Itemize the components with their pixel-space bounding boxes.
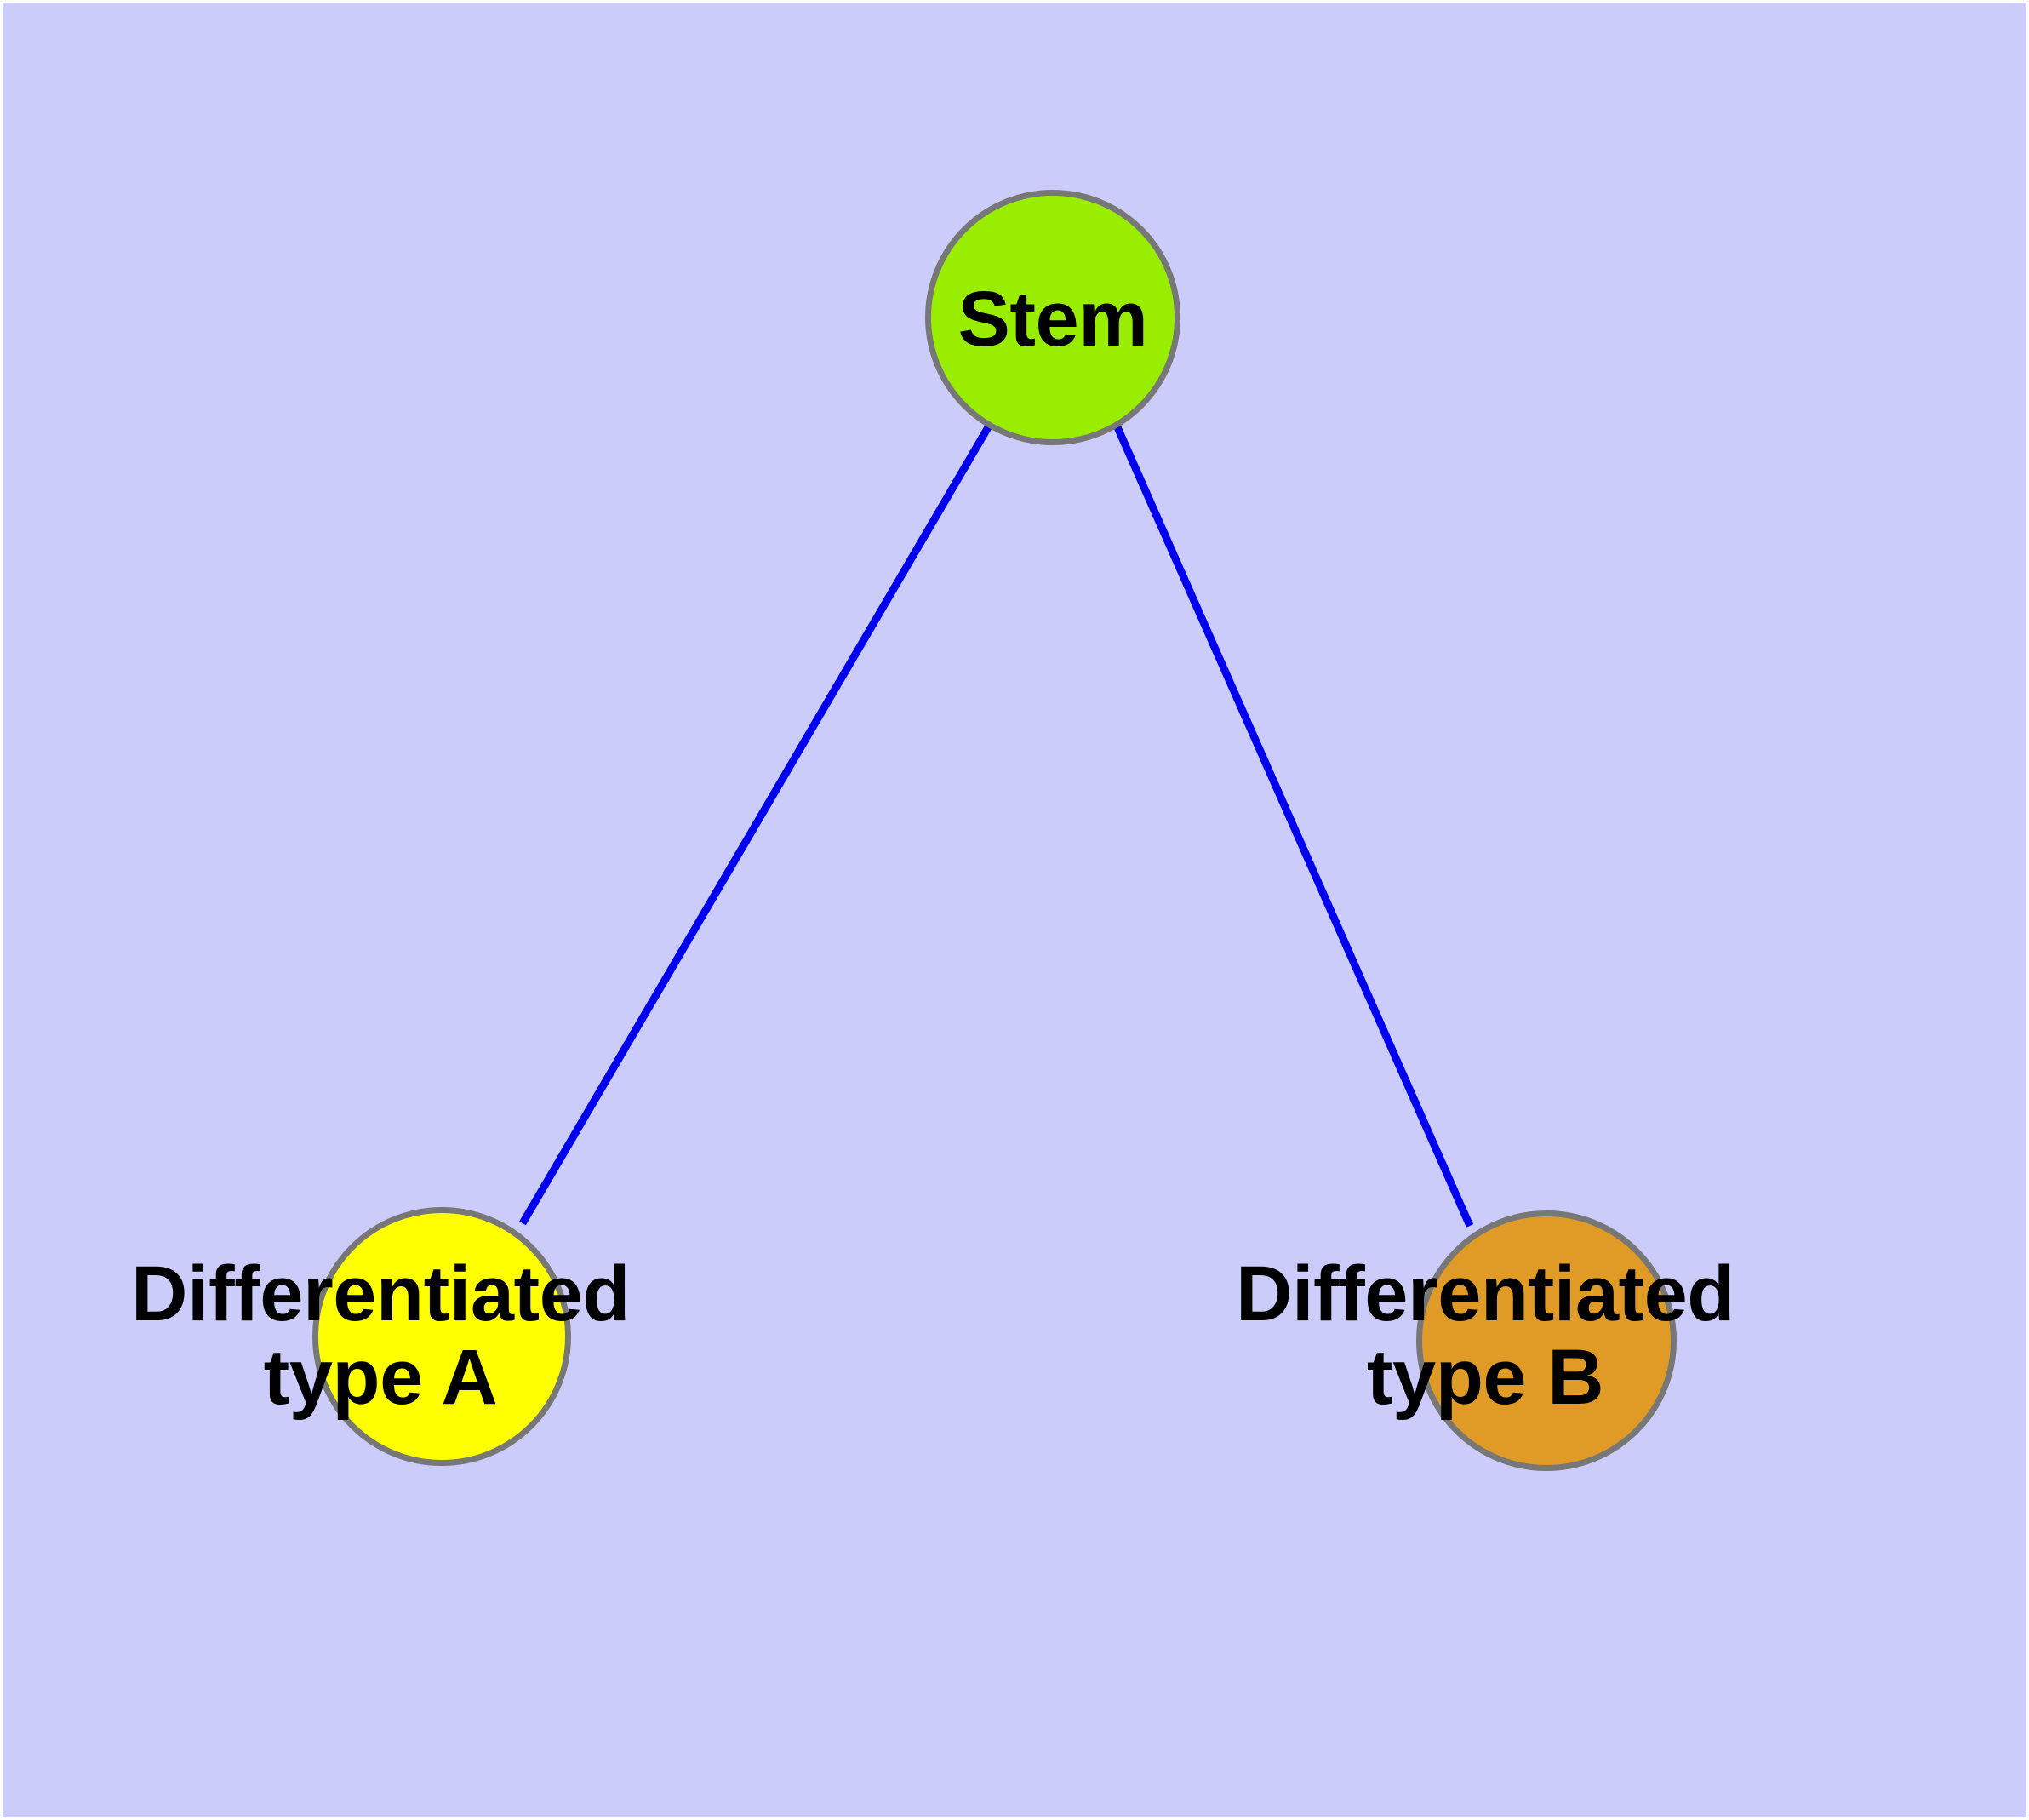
edge-stem-to-differentiated-type-b <box>1113 426 1474 1228</box>
node-label-differentiated-type-b: Differentiated type B <box>1236 1251 1735 1421</box>
node-differentiated-type-b[interactable] <box>1416 1210 1677 1471</box>
node-label-differentiated-type-a: Differentiated type A <box>131 1251 630 1421</box>
node-stem[interactable] <box>925 190 1180 445</box>
node-label-stem: Stem <box>957 276 1148 363</box>
node-differentiated-type-a[interactable] <box>312 1207 571 1466</box>
edge-stem-to-differentiated-type-a <box>519 425 992 1226</box>
